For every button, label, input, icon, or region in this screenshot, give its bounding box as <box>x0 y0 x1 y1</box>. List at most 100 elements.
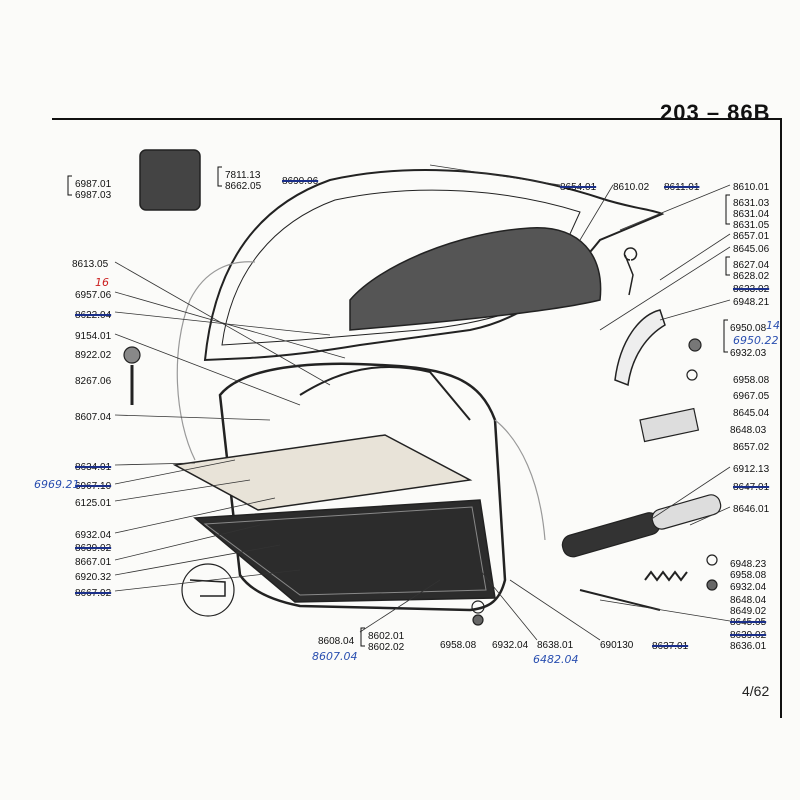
part-label: 690130 <box>600 640 634 651</box>
part-label: 8667.02 <box>75 588 112 599</box>
part-label: 8657.01 <box>733 231 770 242</box>
part-label: 8645.05 <box>730 617 767 628</box>
bolt-8922 <box>123 346 141 364</box>
part-label: 6987.03 <box>75 190 112 201</box>
gas-strut-body <box>561 512 661 558</box>
floor-board <box>172 434 473 511</box>
handwritten-note: 16 <box>95 276 109 289</box>
part-label: 6958.08 <box>733 375 770 386</box>
part-label: 8611.01 <box>664 182 700 193</box>
part-label: 8645.06 <box>733 244 770 255</box>
part-label: 6967.05 <box>733 391 770 402</box>
part-label: 6912.13 <box>733 464 770 475</box>
part-label: 6950.08 <box>730 323 767 334</box>
part-label: 8646.01 <box>733 504 770 515</box>
page-number: 4/62 <box>742 683 770 699</box>
part-label: 8610.01 <box>733 182 770 193</box>
part-label: 6948.23 <box>730 559 767 570</box>
magnifier-inset <box>181 563 235 617</box>
part-label: 8631.03 <box>733 198 770 209</box>
part-label: 8662.05 <box>225 181 262 192</box>
frame-right-rule <box>780 118 782 718</box>
part-label: 6958.08 <box>440 640 477 651</box>
part-label: 6932.04 <box>730 582 767 593</box>
part-label: 8639.02 <box>75 543 112 554</box>
part-label: 8667.01 <box>75 557 112 568</box>
part-label: 8613.05 <box>72 259 109 270</box>
leader-lines <box>114 164 731 641</box>
part-label: 8631.04 <box>733 209 770 220</box>
part-label: 8628.02 <box>733 271 770 282</box>
rear-fender <box>494 419 546 541</box>
part-label: 8690.06 <box>282 176 319 187</box>
mat-border <box>203 506 487 596</box>
part-label: 6920.32 <box>75 572 112 583</box>
drawing-lines <box>123 149 722 626</box>
part-label: 9154.01 <box>75 331 112 342</box>
lock-handle <box>614 309 666 387</box>
part-label: 6958.08 <box>730 570 767 581</box>
handwritten-note: 8607.04 <box>312 650 358 663</box>
handwritten-note: 14 <box>766 319 780 332</box>
part-label: 8622.04 <box>75 310 112 321</box>
part-label: 6948.21 <box>733 297 770 308</box>
part-label: 8639.02 <box>730 630 767 641</box>
spring <box>644 570 688 582</box>
part-label: 8648.03 <box>730 425 767 436</box>
part-label: 8922.02 <box>75 350 112 361</box>
nut-6932-r <box>706 579 718 591</box>
part-label: 6932.03 <box>730 348 767 359</box>
lock-plate <box>639 407 700 443</box>
part-label: 8267.06 <box>75 376 112 387</box>
handwritten-note: 6969.21 <box>34 478 80 491</box>
part-label: 7811.13 <box>225 170 261 181</box>
nut-6932 <box>472 614 484 626</box>
washer-6948 <box>706 554 718 566</box>
washer-6958-r <box>686 369 698 381</box>
part-label: 8657.02 <box>733 442 770 453</box>
handwritten-note: 6482.04 <box>533 653 579 666</box>
rear-body-curve <box>176 261 256 461</box>
part-label: 8602.02 <box>368 642 405 653</box>
lion-badge <box>139 149 201 211</box>
part-label: 8649.02 <box>730 606 767 617</box>
frame-top-rule <box>52 118 782 120</box>
part-label: 8648.04 <box>730 595 767 606</box>
handwritten-note: 6950.22 <box>733 334 779 347</box>
part-label: 8654.01 <box>560 182 597 193</box>
lid-stay-rod <box>299 366 471 421</box>
part-label: 8610.02 <box>613 182 650 193</box>
part-label: 8637.01 <box>652 641 689 652</box>
part-label: 8608.04 <box>318 636 355 647</box>
magnifier-detail <box>189 579 226 597</box>
part-label: 8634.01 <box>75 462 112 473</box>
part-label: 8645.04 <box>733 408 770 419</box>
part-label: 8631.05 <box>733 220 770 231</box>
part-label: 6967.10 <box>75 481 112 492</box>
part-label: 6932.04 <box>492 640 529 651</box>
key <box>623 247 638 296</box>
washer-6950 <box>688 338 702 352</box>
gas-strut-cylinder <box>651 494 722 530</box>
boot-lid-outer <box>203 168 665 362</box>
washer-6958 <box>471 600 485 614</box>
part-label: 8647.01 <box>733 482 770 493</box>
part-label: 8627.04 <box>733 260 770 271</box>
boot-lid-inner <box>221 189 581 346</box>
part-label: 8633.02 <box>733 284 770 295</box>
page-title: 203 – 86B <box>660 100 771 125</box>
part-label: 8636.01 <box>730 641 767 652</box>
gas-strut-rod <box>579 589 661 611</box>
part-label: 6987.01 <box>75 179 112 190</box>
part-label: 8602.01 <box>368 631 405 642</box>
part-label: 8638.01 <box>537 640 574 651</box>
part-label: 6125.01 <box>75 498 112 509</box>
part-label: 6957.06 <box>75 290 112 301</box>
boot-opening-frame <box>218 362 507 612</box>
part-label: 8607.04 <box>75 412 112 423</box>
brackets <box>67 166 730 647</box>
part-label: 6932.04 <box>75 530 112 541</box>
lid-lining-panel <box>349 227 602 331</box>
